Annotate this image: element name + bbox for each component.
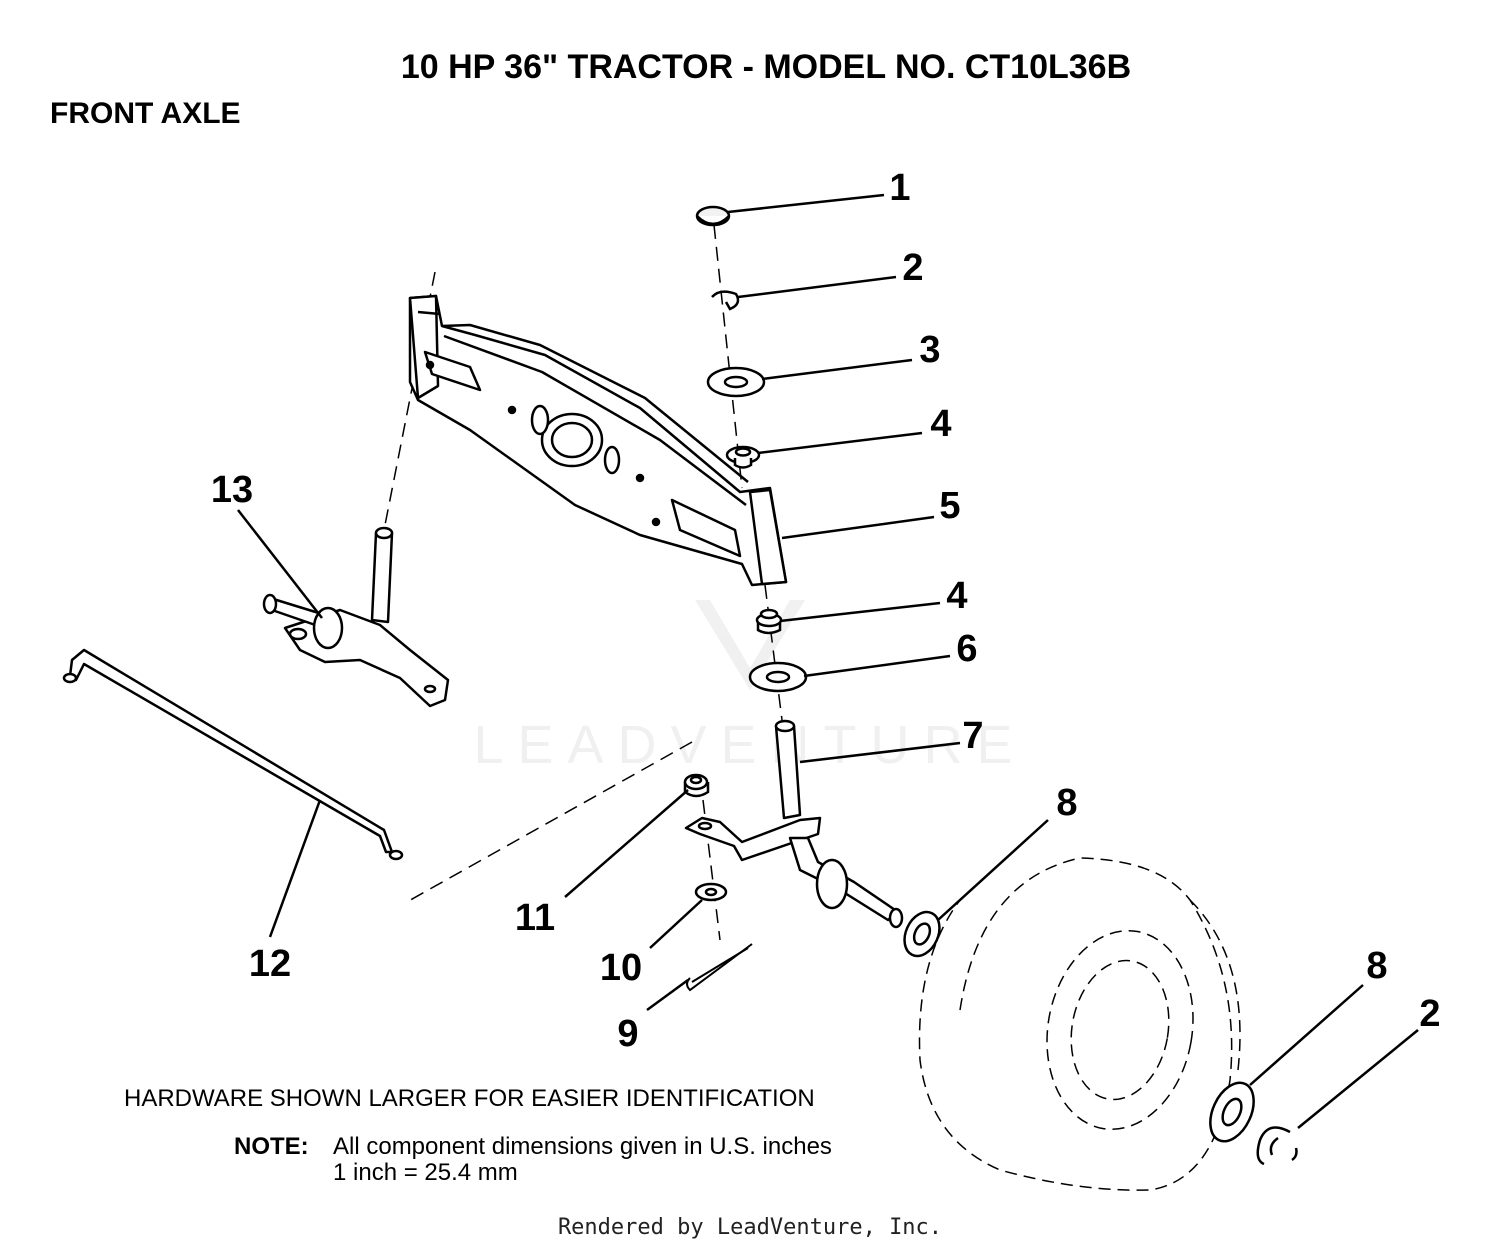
callout-13: 13 (211, 469, 253, 511)
part-cap (695, 205, 731, 227)
callout-8: 8 (1366, 945, 1387, 987)
note-label: NOTE: (234, 1133, 309, 1160)
hardware-note: HARDWARE SHOWN LARGER FOR EASIER IDENTIF… (124, 1085, 815, 1112)
part-nut (683, 773, 710, 798)
part-e-ring-top (711, 290, 740, 311)
part-washer-8a (903, 910, 941, 958)
part-front-axle (408, 294, 788, 587)
part-spindle-right (684, 719, 904, 929)
part-bushing-top (725, 445, 761, 469)
callout-7: 7 (962, 715, 983, 757)
assembly-lines (384, 224, 783, 941)
part-washer-8b (1209, 1081, 1255, 1143)
callout-6: 6 (956, 628, 977, 670)
wheel-outline (918, 857, 1241, 1191)
leader-lines (237, 193, 1419, 1129)
callout-2: 2 (1419, 993, 1440, 1035)
part-washer-10 (694, 882, 728, 902)
callout-4: 4 (930, 403, 951, 445)
callout-12: 12 (249, 943, 291, 985)
part-spindle-left (262, 526, 450, 708)
footer-credit: Rendered by LeadVenture, Inc. (558, 1215, 942, 1240)
callout-3: 3 (919, 329, 940, 371)
section-title: FRONT AXLE (50, 97, 241, 130)
callout-9: 9 (617, 1013, 638, 1055)
callout-4: 4 (946, 575, 967, 617)
part-washer-top (706, 366, 766, 398)
part-cotter-pin (686, 943, 753, 992)
note-line-1: All component dimensions given in U.S. i… (333, 1133, 832, 1160)
callout-5: 5 (939, 485, 960, 527)
callout-numbers: 1 2 3 4 5 4 6 7 8 11 10 9 12 13 8 2 (211, 167, 1441, 1055)
part-washer-6 (748, 661, 808, 693)
note-line-2: 1 inch = 25.4 mm (333, 1159, 518, 1186)
part-e-ring-bottom (1256, 1126, 1298, 1166)
callout-11: 11 (515, 897, 555, 939)
callout-1: 1 (889, 167, 910, 209)
watermark: LEADVENTURE (473, 600, 1026, 775)
part-bushing-bottom (755, 608, 783, 635)
part-drag-link (62, 648, 404, 861)
callout-8: 8 (1056, 782, 1077, 824)
page-title: 10 HP 36" TRACTOR - MODEL NO. CT10L36B (401, 48, 1131, 86)
callout-10: 10 (600, 947, 642, 989)
watermark-text: LEADVENTURE (473, 715, 1026, 775)
callout-2: 2 (902, 247, 923, 289)
